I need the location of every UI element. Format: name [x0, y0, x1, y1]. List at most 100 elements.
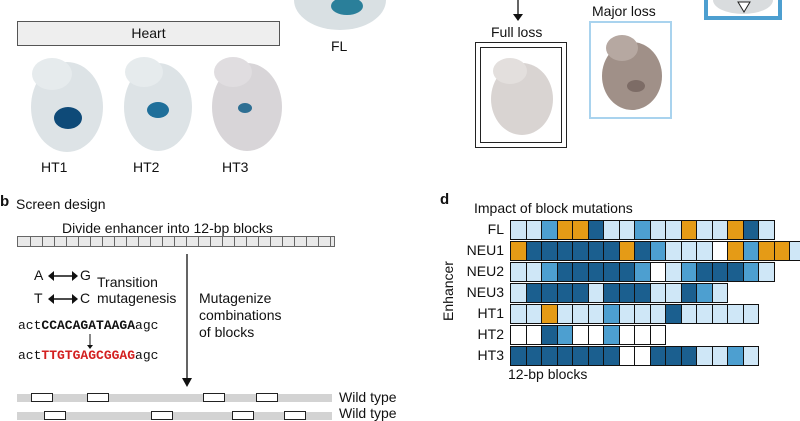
heatmap-cell: [510, 220, 527, 240]
heatmap-cell: [727, 346, 744, 366]
ruler-tick: [270, 237, 271, 246]
partial-embryo-icon: [713, 0, 773, 14]
ruler-tick: [246, 237, 247, 246]
ruler-tick: [78, 237, 79, 246]
ruler-tick: [306, 237, 307, 246]
heatmap-cell: [525, 325, 542, 345]
heatmap-cell: [758, 262, 775, 282]
enhancer-row-label: FL: [487, 221, 504, 237]
ruler-tick: [162, 237, 163, 246]
major-loss-frame: [589, 21, 672, 119]
ruler-tick: [198, 237, 199, 246]
mutated-block-1: [31, 393, 53, 402]
heatmap-cell: [618, 241, 635, 261]
heatmap-cell: [510, 346, 527, 366]
embryo-image-major-loss: [602, 35, 662, 110]
heatmap-cell: [634, 241, 651, 261]
heatmap-cell: [510, 262, 527, 282]
ruler-tick: [294, 237, 295, 246]
heatmap-cell: [742, 304, 759, 324]
heatmap-cell: [541, 220, 558, 240]
heatmap-cell: [603, 283, 620, 303]
mutated-block-4: [256, 393, 278, 402]
x-axis-label: 12-bp blocks: [508, 366, 588, 382]
heatmap-cell: [758, 241, 775, 261]
double-arrow-icon: [48, 271, 78, 281]
transition-a: A: [34, 267, 44, 283]
heatmap-cell: [665, 283, 682, 303]
heatmap-cell: [649, 262, 666, 282]
embryo-label-ht3: HT3: [222, 159, 249, 175]
heatmap-cell: [541, 283, 558, 303]
heatmap-cell: [742, 241, 759, 261]
heatmap-cell: [587, 304, 604, 324]
panel-b-letter: b: [0, 193, 10, 210]
embryo-image-ht2: [124, 57, 192, 151]
heatmap-cell: [634, 283, 651, 303]
heatmap-cell: [696, 346, 713, 366]
heatmap-cell: [587, 346, 604, 366]
heatmap-cell: [696, 241, 713, 261]
ruler-tick: [258, 237, 259, 246]
embryo-image-ht3: [212, 57, 282, 151]
heatmap-cell: [541, 241, 558, 261]
double-arrow-icon: [48, 294, 78, 304]
wild-type-label-1: Wild type: [339, 389, 397, 405]
heart-label-bar: Heart: [17, 21, 280, 46]
enhancer-row-label: NEU1: [466, 242, 504, 258]
heatmap-cell: [541, 262, 558, 282]
heatmap-cell: [618, 283, 635, 303]
heatmap-cell: [541, 304, 558, 324]
heatmap-cell: [510, 283, 527, 303]
heatmap-cell: [634, 304, 651, 324]
transition-g: G: [80, 267, 91, 283]
ruler-tick: [90, 237, 91, 246]
heatmap-cell: [727, 304, 744, 324]
small-down-arrow-icon: [87, 334, 93, 349]
mutagenize-text-3: of blocks: [199, 324, 255, 340]
panel-d-letter: d: [440, 191, 450, 208]
ruler-tick: [54, 237, 55, 246]
ruler-tick: [150, 237, 151, 246]
transition-t: T: [34, 290, 43, 306]
heatmap-cell: [727, 220, 744, 240]
heatmap-cell: [525, 241, 542, 261]
ruler-tick: [330, 237, 331, 246]
ruler-tick: [66, 237, 67, 246]
heatmap-cell: [525, 283, 542, 303]
fl-label: FL: [331, 38, 348, 54]
heatmap-cell: [572, 346, 589, 366]
heatmap-cell: [680, 304, 697, 324]
heatmap-cell: [556, 283, 573, 303]
mutated-block-2: [87, 393, 109, 402]
ruler-tick: [210, 237, 211, 246]
divide-label: Divide enhancer into 12-bp blocks: [62, 220, 273, 236]
down-arrow-icon: [513, 0, 523, 21]
transition-text-2: mutagenesis: [97, 290, 177, 306]
heatmap-cell: [618, 346, 635, 366]
heatmap-cell: [758, 220, 775, 240]
heatmap-cell: [649, 241, 666, 261]
heatmap-cell: [680, 346, 697, 366]
heatmap-cell: [727, 262, 744, 282]
ruler-tick: [222, 237, 223, 246]
heatmap-cell: [634, 325, 651, 345]
heatmap-cell: [572, 241, 589, 261]
enhancer-row-label: HT2: [477, 326, 504, 342]
panel-d-title: Impact of block mutations: [474, 200, 633, 216]
heatmap-cell: [742, 262, 759, 282]
heatmap-cell: [634, 220, 651, 240]
heatmap-cell: [742, 346, 759, 366]
mutated-block-3: [203, 393, 225, 402]
mutagenize-text-2: combinations: [199, 307, 282, 323]
heatmap-cell: [649, 283, 666, 303]
heatmap-cell: [510, 325, 527, 345]
enhancer-block-ruler: [17, 236, 335, 247]
heatmap-cell: [696, 262, 713, 282]
full-loss-frame-inner: [480, 47, 562, 143]
variant-bar-1: [17, 394, 332, 402]
heatmap-cell: [665, 262, 682, 282]
heatmap-cell: [696, 220, 713, 240]
heatmap-cell: [649, 220, 666, 240]
heatmap-cell: [680, 283, 697, 303]
